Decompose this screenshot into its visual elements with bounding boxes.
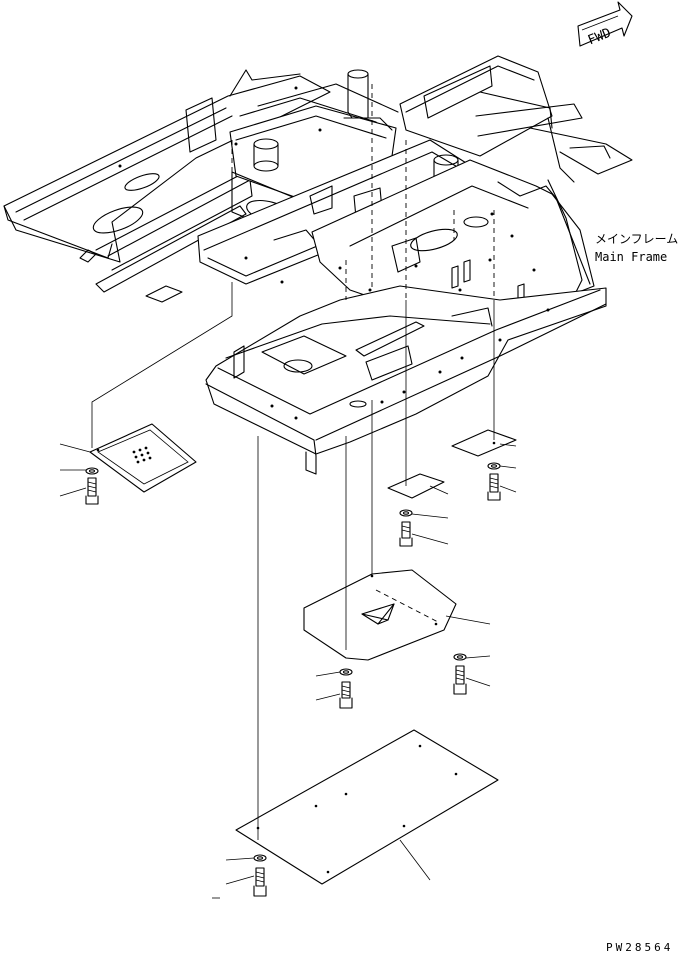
left-cover-plate: [89, 423, 197, 493]
right-bolt-icon: [487, 473, 501, 501]
swing-washer-left-icon: [339, 668, 353, 676]
assembly-lines: [91, 84, 495, 840]
main-frame-label-jp: メインフレーム: [595, 232, 678, 246]
center-cover-plate: [387, 473, 445, 499]
swing-washer-right-icon: [453, 653, 467, 661]
right-cover-plate: [451, 429, 517, 457]
right-washer-icon: [487, 462, 501, 470]
main-frame-label-en: Main Frame: [595, 250, 667, 264]
bottom-bolt-icon: [253, 867, 267, 897]
center-washer-icon: [399, 509, 413, 517]
fwd-arrow-icon: FWD: [577, 1, 633, 48]
main-frame-drawing: [3, 55, 633, 475]
main-frame-label: メインフレーム Main Frame: [595, 232, 678, 264]
frame-holes: [118, 86, 550, 420]
drawing-number: PW28564: [606, 941, 673, 954]
plate-hole-cluster: [132, 446, 152, 464]
left-washer-icon: [85, 467, 99, 475]
under-cover-plate: [235, 729, 499, 885]
swing-bolt-left-icon: [339, 681, 353, 709]
swing-cover-plate: [303, 569, 457, 661]
left-bolt-icon: [85, 477, 99, 505]
leader-lines: [59, 443, 517, 899]
center-bolt-icon: [399, 521, 413, 547]
bottom-washer-icon: [253, 854, 267, 862]
swing-bolt-right-icon: [453, 665, 467, 695]
